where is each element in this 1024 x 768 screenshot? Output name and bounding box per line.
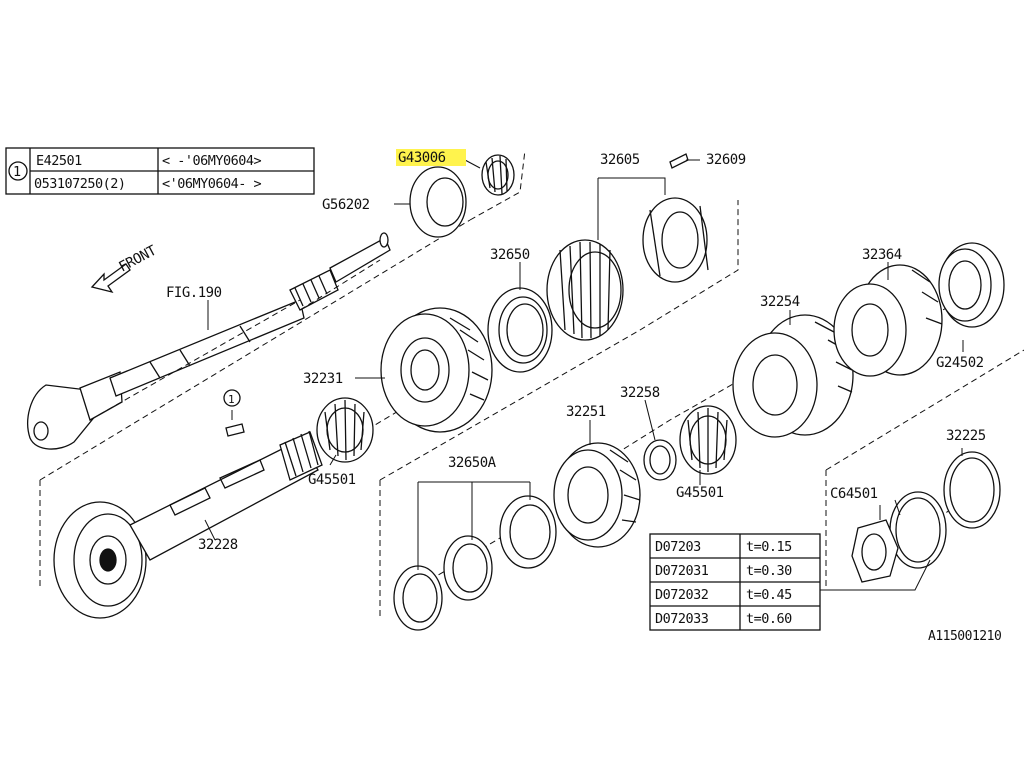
ball-bearing-g24502: [938, 242, 1005, 328]
front-arrow-icon: [90, 263, 131, 294]
diagram-id: A115001210: [928, 629, 1001, 644]
shim-thickness-4: t=0.60: [746, 611, 792, 627]
shim-table: [649, 533, 821, 631]
shim-part-2: D072031: [655, 563, 709, 579]
label-32251[interactable]: 32251: [566, 404, 606, 420]
label-32254[interactable]: 32254: [760, 294, 800, 310]
synchro-ring-32650: [487, 287, 553, 373]
gear-32254: [732, 314, 854, 438]
highlight-g43006: [396, 149, 466, 166]
ref-circle-1: [223, 389, 241, 407]
table-range-2: <'06MY0604- >: [162, 176, 262, 192]
label-ref-1: 1: [228, 393, 234, 406]
label-g45501-right[interactable]: G45501: [676, 485, 724, 501]
main-shaft: [27, 232, 391, 450]
gear-32251: [553, 442, 641, 548]
label-32605[interactable]: 32605: [600, 152, 640, 168]
label-fig190[interactable]: FIG.190: [166, 285, 222, 301]
labels: 1 E42501 < -'06MY0604> 053107250(2) <'06…: [13, 150, 1002, 644]
label-g24502[interactable]: G24502: [936, 355, 984, 371]
table-range-1: < -'06MY0604>: [162, 153, 262, 169]
washer-g56202: [409, 166, 467, 238]
snap-ring-32225: [943, 451, 1001, 529]
shim-ring: [889, 491, 947, 569]
label-g45501-left[interactable]: G45501: [308, 472, 356, 488]
counter-shaft-32228: [53, 423, 323, 619]
label-32650[interactable]: 32650: [490, 247, 530, 263]
label-32609[interactable]: 32609: [706, 152, 746, 168]
hub-32609: [642, 153, 709, 283]
shim-part-3: D072032: [655, 587, 708, 603]
table-part-1: E42501: [36, 153, 82, 169]
sleeve-32605: [546, 239, 624, 341]
needle-bearing-g45501-left: [316, 397, 374, 463]
needle-bearing-g45501-right: [679, 405, 737, 475]
needle-bearing-top: [481, 154, 515, 196]
label-32364[interactable]: 32364: [862, 247, 902, 263]
shim-part-4: D072033: [655, 611, 709, 627]
label-32650a[interactable]: 32650A: [448, 455, 497, 471]
front-label: FRONT: [116, 242, 159, 275]
shim-thickness-1: t=0.15: [746, 539, 792, 555]
table-part-2: 053107250(2): [34, 176, 126, 192]
shim-thickness-3: t=0.45: [746, 587, 792, 603]
gear-32364: [833, 264, 943, 377]
table-ref-number: 1: [13, 164, 21, 180]
label-32258[interactable]: 32258: [620, 385, 660, 401]
shim-thickness-2: t=0.30: [746, 563, 792, 579]
label-32231[interactable]: 32231: [303, 371, 343, 387]
label-32225[interactable]: 32225: [946, 428, 986, 444]
shim-part-1: D07203: [655, 539, 701, 555]
nut-c64501: [851, 519, 899, 583]
synchro-rings-32650a: [393, 495, 557, 631]
collar-32258: [643, 439, 677, 481]
gear-32231: [380, 307, 493, 433]
label-g56202[interactable]: G56202: [322, 197, 370, 213]
reference-table: [5, 147, 315, 195]
label-c64501[interactable]: C64501: [830, 486, 878, 502]
label-32228[interactable]: 32228: [198, 537, 238, 553]
label-g43006[interactable]: G43006: [398, 150, 446, 166]
leader-lines: [204, 159, 964, 591]
